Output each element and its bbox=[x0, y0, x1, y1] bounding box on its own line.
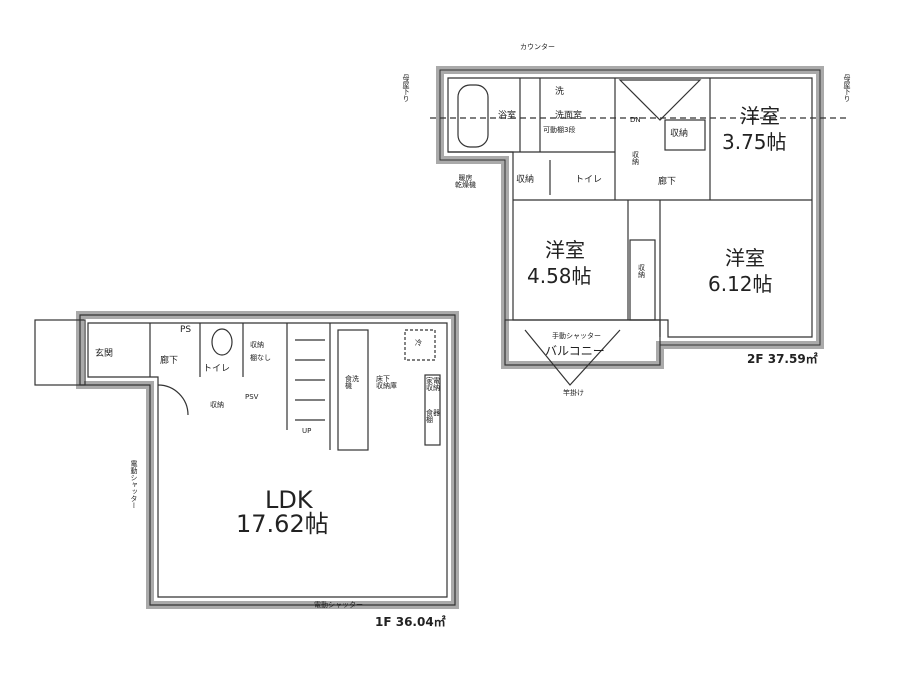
pole-label: 竿掛け bbox=[563, 389, 584, 397]
psv-label: PSV bbox=[245, 393, 259, 401]
balcony-label: バルコニー bbox=[545, 344, 605, 358]
bed2-name: 洋室 bbox=[545, 238, 585, 262]
storage1-label: 収納 bbox=[250, 341, 264, 349]
bath-label: 浴室 bbox=[498, 111, 517, 121]
storage-small-label: 収 納 bbox=[632, 151, 639, 166]
floor2-area: 2F 37.59㎡ bbox=[747, 352, 818, 366]
hall2-label: 廊下 bbox=[658, 177, 677, 187]
bed1-name: 洋室 bbox=[740, 104, 780, 128]
roof-right-label: 母屋下り bbox=[843, 74, 851, 102]
floor1-area: 1F 36.04㎡ bbox=[375, 615, 446, 629]
washroom-label: 洗面室 bbox=[555, 111, 583, 121]
shutter-manual-label: 手動シャッター bbox=[552, 332, 601, 340]
dishwasher-label: 食洗 機 bbox=[345, 375, 359, 390]
bed1-storage-label: 収納 bbox=[670, 129, 689, 139]
storage-pointer-label: 収納 bbox=[210, 401, 224, 409]
roof-left-label: 母屋下り bbox=[402, 74, 410, 102]
hall1-label: 廊下 bbox=[160, 356, 179, 366]
storage-hall-label: 収納 bbox=[516, 175, 535, 185]
ldk-name: LDK bbox=[265, 486, 313, 514]
fridge-label: 冷 bbox=[415, 339, 422, 347]
bed3-name: 洋室 bbox=[725, 246, 765, 270]
floor1-walls bbox=[34, 311, 459, 609]
storage-note: 棚なし bbox=[250, 354, 271, 362]
counter-label: カウンター bbox=[520, 43, 555, 51]
shelf-label: 可動棚3段 bbox=[543, 126, 576, 134]
underfloor-label: 床下 収納庫 bbox=[376, 375, 397, 390]
appliance-label: 家電 収納 bbox=[426, 377, 440, 392]
shutter-bottom-label: 電動シャッター bbox=[314, 601, 363, 609]
cupboard-label: 食器 棚 bbox=[426, 409, 440, 424]
shutter-side-label: 電動シャッター bbox=[130, 460, 138, 509]
bed2-size: 4.58帖 bbox=[527, 264, 592, 288]
ldk-size: 17.62帖 bbox=[236, 510, 329, 538]
toilet2-label: トイレ bbox=[575, 175, 603, 185]
floor2-walls bbox=[430, 66, 850, 386]
bed3-size: 6.12帖 bbox=[708, 272, 773, 296]
bed1-size: 3.75帖 bbox=[722, 130, 787, 154]
ps-label: PS bbox=[180, 325, 192, 335]
toilet1-label: トイレ bbox=[203, 364, 231, 374]
washer-label: 洗 bbox=[555, 87, 565, 97]
dryer-label: 暖房 乾燥機 bbox=[455, 174, 476, 189]
entrance-label: 玄関 bbox=[95, 349, 114, 359]
bed3-storage-label: 収 納 bbox=[638, 264, 645, 279]
up-label: UP bbox=[302, 427, 312, 435]
dn-label: DN bbox=[630, 116, 641, 124]
